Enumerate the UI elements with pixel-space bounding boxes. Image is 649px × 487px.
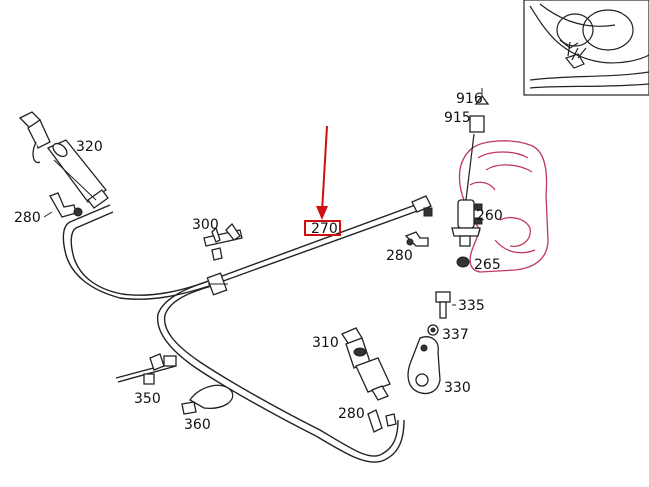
part-337-nut [427,324,439,336]
label-335: 335 [458,298,485,314]
label-270: 270 [311,221,338,237]
part-350-clip [115,353,177,385]
label-350: 350 [134,391,161,407]
part-320-nozzle [18,111,109,209]
highlight-270 [304,125,341,236]
label-280-c: 280 [338,406,365,422]
part-260-pump [451,199,483,247]
part-310-valve [341,327,391,401]
label-330: 330 [444,380,471,396]
label-260: 260 [476,208,503,224]
label-265: 265 [474,257,501,273]
label-915: 915 [444,110,471,126]
part-300-connector [203,222,243,261]
label-916: 916 [456,91,483,107]
inset-view [523,0,649,96]
label-320: 320 [76,139,103,155]
part-915-seal [469,115,485,133]
part-335-bolt [435,291,451,319]
label-280-b: 280 [386,248,413,264]
label-360: 360 [184,417,211,433]
part-360-tie [181,384,234,415]
label-280-a: 280 [14,210,41,226]
part-916-cap [474,88,490,105]
label-300: 300 [192,217,219,233]
part-280-elbow-b [404,231,429,247]
label-337: 337 [442,327,469,343]
washer-reservoir [458,140,549,273]
label-310: 310 [312,335,339,351]
part-280-elbow-c [367,409,397,433]
hose-270 [62,203,421,463]
part-280-elbow-a [49,192,83,218]
part-265-grommet [456,256,470,268]
hose-clip-lower [206,272,228,296]
hose-end-fitting [411,195,433,217]
part-330-bracket [407,336,441,395]
